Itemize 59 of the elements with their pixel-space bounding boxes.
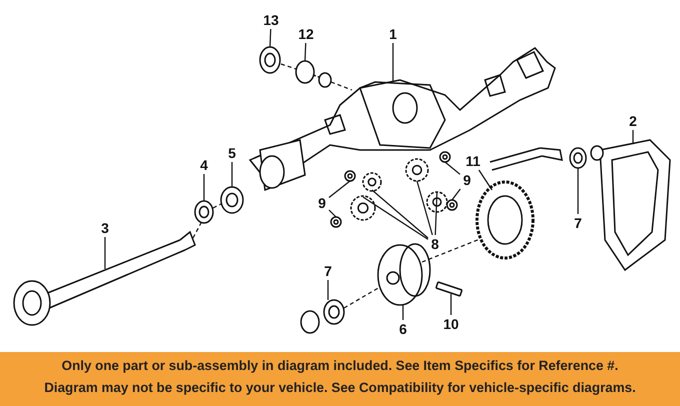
centerline [344,286,380,309]
leader-line [577,168,579,214]
differential-carrier-drawing [377,243,431,306]
leader-line [450,294,452,315]
callout-number: 5 [226,145,238,161]
centerline [280,63,296,70]
leader-line [632,130,634,144]
leader-line [269,28,272,48]
leader-line [434,192,438,236]
washer-drawing [330,216,342,228]
centerline [422,238,480,263]
leader-line [392,43,394,81]
notice-text: Only one part or sub-assembly in diagram included. See Item Specifics for Reference #. [60,358,620,373]
callout-number: 4 [198,157,210,173]
callout-number: 13 [262,12,280,28]
seal-drawing [259,46,281,74]
leader-line [416,180,433,236]
leader-line [231,162,233,187]
gear-drawing [426,191,448,213]
leader-line [444,162,460,175]
leader-line [402,305,404,320]
bearing-drawing [300,299,345,334]
gear-drawing [362,172,382,192]
callout-number: 6 [397,321,409,337]
pin-drawing [435,281,463,297]
callout-number: 10 [442,316,460,332]
leader-line [327,280,329,300]
bearing-drawing [220,186,244,214]
washer-drawing [439,151,451,163]
callout-number: 3 [99,220,111,236]
leader-line [304,42,306,62]
bearing-drawing [569,145,604,169]
centerline [192,222,202,238]
washer-drawing [344,170,356,182]
leader-line [362,196,428,240]
centerline [330,81,352,91]
callout-number: 1 [387,26,399,42]
bearing-drawing [295,60,332,88]
centerline [212,203,222,209]
callout-number: 8 [429,236,441,252]
bearing-drawing [194,200,214,224]
callout-number: 12 [297,26,315,42]
leader-line [328,180,350,198]
notice-text: Diagram may not be specific to your vehicle. See Compatibility for vehicle-specific diagrams. [43,380,637,395]
leader-line [203,174,205,201]
leader-line [104,237,106,269]
gear-drawing [350,195,376,221]
callout-number: 7 [322,263,334,279]
callout-number: 7 [572,215,584,231]
callout-number: 2 [627,113,639,129]
leader-line [372,190,428,238]
callout-number: 9 [461,172,473,188]
callout-number: 9 [316,195,328,211]
cover-drawing [599,139,671,272]
callout-number: 11 [464,153,482,169]
leader-line [478,170,492,190]
leader-line [452,188,461,200]
leader-line [328,210,336,218]
gear-drawing [405,158,429,182]
